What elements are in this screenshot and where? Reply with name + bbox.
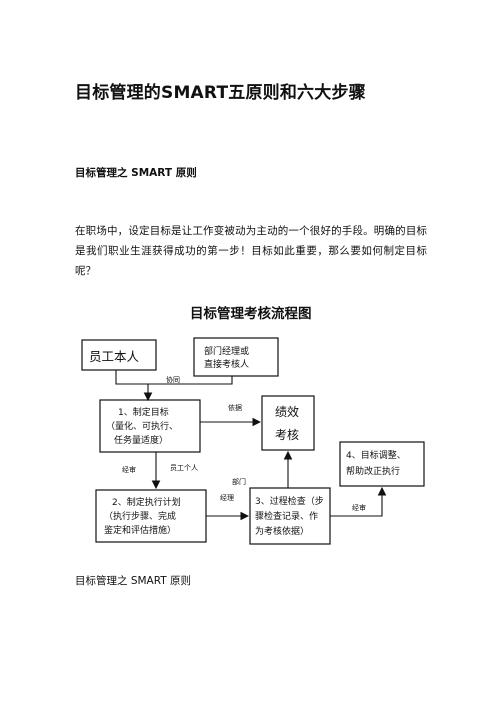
- adjust-node-box: [339, 441, 425, 487]
- node-set-goal: [99, 399, 201, 453]
- edge-manager-to-goal: [148, 376, 233, 385]
- node-set-goal-label-2: （量化、可执行、: [106, 420, 178, 432]
- node-check-label-3: 为考核依据）: [255, 525, 309, 537]
- node-check-label-1: 3、过程检查（步: [255, 495, 324, 507]
- node-employee: [81, 339, 157, 371]
- flowchart-diagram: 目标管理考核流程图 员工本人 部门经理或 直接考核人 1、制定目标 （量化、可执…: [81, 305, 425, 545]
- edge-label-review-1: 经审: [122, 465, 136, 474]
- node-adjust-label-2: 帮助改正执行: [346, 465, 400, 477]
- node-set-goal-label-3: 任务量适度）: [114, 434, 168, 446]
- edge-employee-to-goal: [115, 370, 153, 402]
- node-assessment: [261, 395, 315, 451]
- edge-label-cooperate: 协同: [166, 375, 180, 384]
- edge-label-basis: 依据: [228, 403, 242, 412]
- flowchart-title: 目标管理考核流程图: [190, 305, 312, 322]
- edge-label-dept-b: 经理: [220, 493, 234, 502]
- node-assessment-label-2: 考核: [275, 428, 299, 442]
- edge-check-to-adjust: [330, 486, 387, 517]
- node-check-label-2: 骤检查记录、作: [255, 510, 318, 522]
- edge-label-dept-a: 部门: [232, 477, 246, 486]
- node-manager-label-2: 直接考核人: [204, 358, 249, 370]
- node-manager: [193, 337, 279, 377]
- node-employee-label: 员工本人: [89, 349, 140, 364]
- document-title: 目标管理的SMART五原则和六大步骤: [75, 83, 366, 103]
- body-paragraph: 在职场中，设定目标是让工作变被动为主动的一个很好的手段。明确的目标是我们职业生涯…: [75, 225, 427, 277]
- node-assessment-label-1: 绩效: [275, 404, 299, 419]
- node-adjust-label-1: 4、目标调整、: [346, 449, 406, 461]
- figure-caption: 目标管理之 SMART 原则: [75, 575, 192, 587]
- edge-label-per-person: 员工个人: [170, 464, 198, 472]
- edge-label-review-2: 经审: [352, 503, 366, 512]
- node-set-goal-label-1: 1、制定目标: [118, 406, 169, 418]
- node-manager-label-1: 部门经理或: [204, 345, 249, 357]
- node-plan-label-3: 鉴定和评估措施）: [104, 524, 176, 536]
- node-check: [249, 487, 331, 545]
- node-plan-label-2: （执行步骤、完成: [104, 510, 176, 522]
- node-plan-label-1: 2、制定执行计划: [112, 496, 181, 508]
- section-heading: 目标管理之 SMART 原则: [75, 167, 197, 179]
